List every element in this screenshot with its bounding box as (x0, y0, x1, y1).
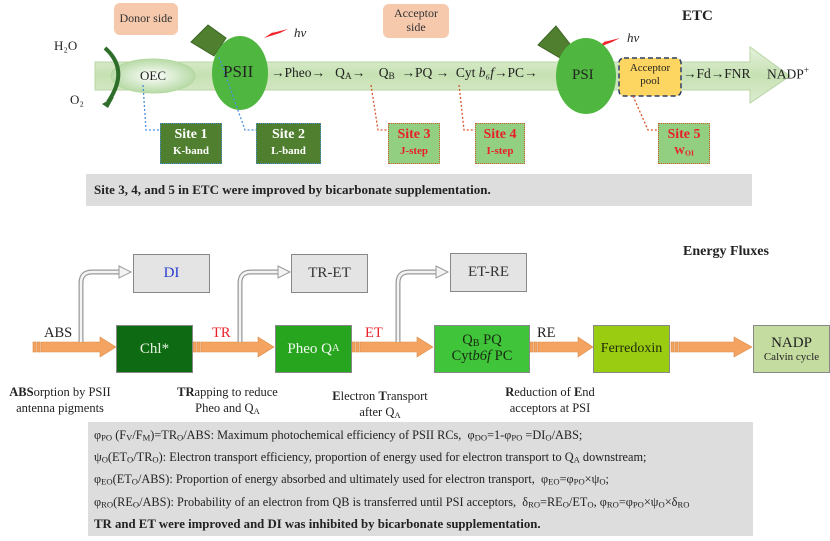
flux-equations-panel: φPO (FV/FM)=TRO/ABS: Maximum photochemic… (88, 422, 753, 536)
equation-line: φPO (FV/FM)=TRO/ABS: Maximum photochemic… (94, 428, 583, 443)
psii-antenna (190, 24, 227, 57)
etc-membrane-arrow (94, 46, 791, 104)
nadp-box-label: NADP (771, 334, 812, 351)
nadp-calvin-box: NADP Calvin cycle (753, 325, 830, 373)
etc-chain-text: →Pheo→ QA→ QB →PQ → Cyt b₆f→PC→ (271, 65, 538, 82)
site-5-box: Site 5 WOI (658, 123, 710, 164)
acceptor-pool-box (618, 57, 682, 97)
et-caption: Electron Transport after QA (332, 389, 428, 420)
flux-summary-text: TR and ET were improved and DI was inhib… (94, 516, 541, 531)
et-re-box: ET-RE (450, 253, 527, 292)
hv-label-psi: hv (627, 30, 640, 45)
abs-arrow (32, 336, 117, 358)
tr-caption: TRapping to reduce Pheo and QA (177, 385, 278, 416)
etc-title: ETC (682, 8, 713, 24)
acceptor-pool-label: Acceptor pool (629, 62, 671, 87)
psi-label: PSI (572, 67, 594, 83)
ferredoxin-to-nadp-arrow (670, 336, 753, 358)
equation-line: φEO(ETO/ABS): Proportion of energy absor… (94, 472, 609, 488)
light-bolt-icon (264, 29, 288, 38)
site-2-box: Site 2 L-band (256, 123, 321, 164)
re-label: RE (537, 325, 556, 341)
h2o-label: H₂O (54, 38, 78, 53)
calvin-cycle-label: Calvin cycle (763, 351, 820, 364)
equation-line: ψO(ETO/TRO): Electron transport efficien… (94, 450, 647, 465)
di-branch-arrow (78, 269, 120, 342)
cyt-step: Cyt b₆f (455, 65, 494, 80)
hv-label: hv (294, 25, 307, 40)
equation-list: φPO (FV/FM)=TRO/ABS: Maximum photochemic… (94, 426, 689, 534)
tr-arrow (192, 336, 275, 358)
ferredoxin-box: Ferredoxin (593, 325, 670, 373)
oec-label: OEC (140, 68, 166, 83)
tr-et-box: TR-ET (291, 254, 368, 293)
tr-et-branch-arrow (237, 269, 280, 342)
cyt-pc-line: Cytb6f PC (451, 348, 513, 365)
re-arrow (529, 336, 594, 358)
qb-step: QB (378, 65, 395, 82)
site-4-box: Site 4 I-step (475, 123, 525, 164)
qb-pq-line: QB PQ (462, 331, 502, 349)
fd-fnr-step: →Fd→FNR (683, 66, 751, 81)
abs-caption: ABSorption by PSII antenna pigments (9, 385, 111, 416)
donor-side-label: Donor side (114, 3, 178, 35)
pc-step: →PC→ (493, 65, 538, 80)
nadp-label: NADP+ (767, 66, 810, 82)
etc-summary-text: Site 3, 4, and 5 in ETC were improved by… (94, 182, 491, 197)
et-label: ET (365, 325, 383, 341)
psii-label: PSII (223, 62, 254, 81)
oec-ellipse (110, 58, 196, 94)
site-1-box: Site 1 K-band (160, 123, 222, 164)
re-caption: Reduction of End acceptors at PSI (505, 385, 595, 416)
energy-fluxes-title: Energy Fluxes (683, 244, 769, 259)
et-re-branch-arrow (395, 269, 437, 342)
water-oxidation-arrow (103, 46, 121, 104)
pheo-step: →Pheo→ (271, 65, 325, 80)
etc-summary-bar: Site 3, 4, and 5 in ETC were improved by… (86, 174, 752, 206)
di-box: DI (133, 254, 210, 293)
o2-label: O₂ (70, 92, 84, 107)
chl-box: Chl* (116, 325, 193, 373)
equation-line: φRO(REO/ABS): Probability of an electron… (94, 494, 690, 510)
site-3-box: Site 3 J-step (388, 123, 440, 164)
psii-ellipse (212, 36, 268, 110)
qa-step: QA→ (335, 65, 366, 82)
et-arrow (351, 336, 434, 358)
acceptor-side-label: Acceptor side (383, 4, 449, 38)
pq-step: →PQ → (401, 65, 450, 80)
psi-ellipse (556, 38, 616, 114)
tr-label: TR (212, 325, 231, 341)
qb-pq-cyt-pc-box: QB PQ Cytb6f PC (434, 325, 530, 373)
abs-label: ABS (44, 325, 73, 341)
